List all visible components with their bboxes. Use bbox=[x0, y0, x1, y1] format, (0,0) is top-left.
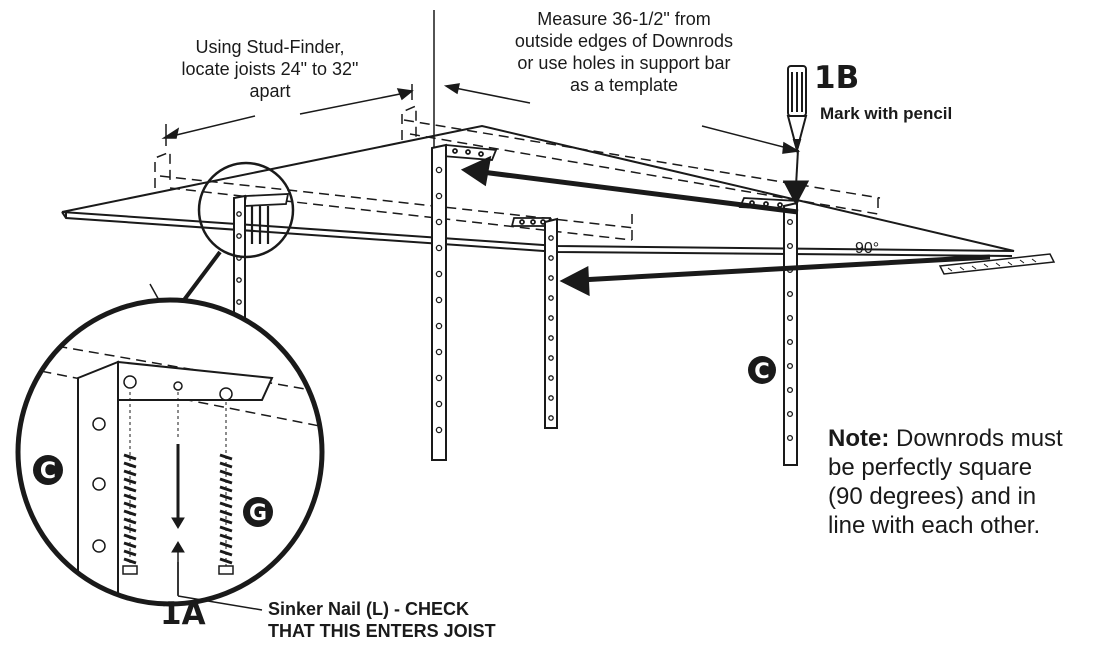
downrod-holes bbox=[236, 166, 794, 442]
step-1a-label: 1A bbox=[160, 596, 206, 632]
sinker-nail-line: THAT THIS ENTERS JOIST bbox=[268, 621, 496, 641]
badge-g-detail: G bbox=[243, 497, 273, 527]
instruction-line: apart bbox=[249, 81, 291, 101]
badge-g-detail-letter: G bbox=[249, 501, 267, 526]
sinker-nail-note: Sinker Nail (L) - CHECK THAT THIS ENTERS… bbox=[268, 598, 496, 642]
instruction-line: or use holes in support bar bbox=[517, 53, 731, 73]
mark-with-pencil-label: Mark with pencil bbox=[820, 104, 953, 123]
badge-c-detail: C bbox=[33, 455, 63, 485]
sinker-nail-pointer bbox=[177, 595, 263, 611]
badge-c-main: C bbox=[748, 356, 776, 384]
note-line: be perfectly square bbox=[828, 454, 1033, 481]
badge-c-detail-letter: C bbox=[40, 459, 56, 484]
instruction-line: as a template bbox=[569, 75, 679, 95]
ceiling-frame bbox=[61, 124, 1015, 257]
small-screws bbox=[250, 206, 270, 244]
pencil-icon bbox=[786, 65, 808, 154]
instruction-line: Using Stud-Finder, bbox=[195, 37, 345, 57]
step-1b-label: 1B bbox=[814, 60, 860, 96]
note-line: Note: Downrods must bbox=[828, 424, 1104, 453]
instruction-line: outside edges of Downrods bbox=[514, 31, 734, 51]
note-text: Downrods must bbox=[896, 425, 1063, 452]
instruction-line: locate joists 24" to 32" bbox=[181, 59, 359, 79]
detail-highlight-circle bbox=[197, 161, 295, 259]
note-line: (90 degrees) and in bbox=[828, 483, 1037, 510]
note-heading: Note: bbox=[828, 425, 890, 452]
stud-finder-instruction: Using Stud-Finder, locate joists 24" to … bbox=[160, 36, 380, 102]
sinker-nail-line: Sinker Nail (L) - CHECK bbox=[268, 599, 470, 619]
square-ruler bbox=[938, 253, 1056, 275]
note-line: line with each other. bbox=[828, 512, 1041, 539]
badge-c-main-letter: C bbox=[754, 359, 769, 383]
direction-arrows bbox=[460, 149, 991, 297]
detail-magnifier bbox=[15, 297, 325, 607]
angle-label: 90° bbox=[855, 240, 880, 257]
instruction-line: Measure 36-1/2" from bbox=[537, 9, 711, 29]
measure-lines bbox=[161, 10, 801, 154]
note-block: Note: Downrods must be perfectly square … bbox=[828, 424, 1104, 540]
measure-instruction: Measure 36-1/2" from outside edges of Do… bbox=[496, 8, 752, 96]
